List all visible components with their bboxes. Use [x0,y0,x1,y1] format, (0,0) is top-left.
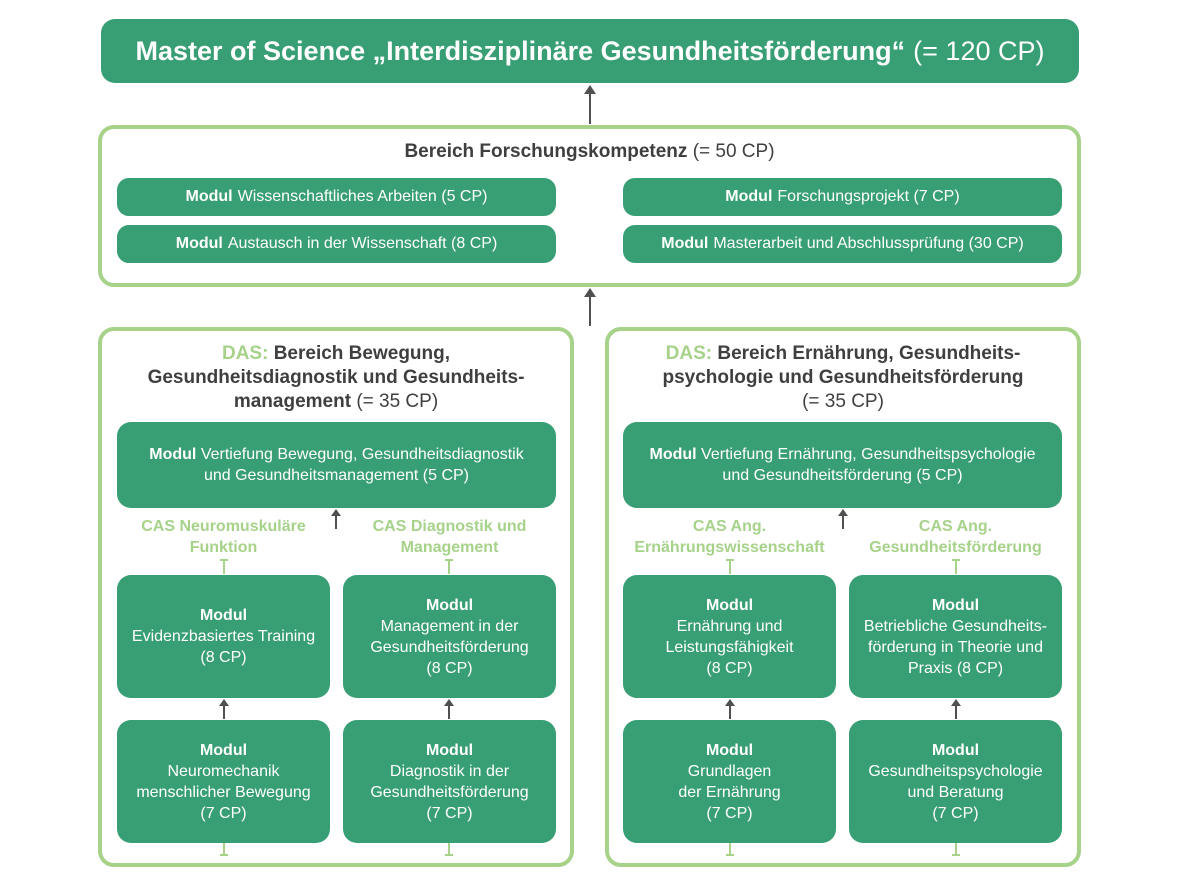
module-vertiefung-ernaehrung: Modul Vertiefung Ernährung, Gesundheitsp… [623,422,1062,508]
das-right-title: DAS: Bereich Ernährung, Gesundheits- psy… [662,343,1024,412]
arrow-up-icon [838,509,848,529]
bracket-connector-icon [220,843,228,856]
arrow-up-icon [444,699,454,719]
module-neuromechanik: Modul Neuromechanik menschlicher Bewegun… [117,720,330,843]
bracket-connector-icon [220,559,228,574]
das-left-title: DAS: Bereich Bewegung, Gesundheitsdiagno… [147,343,525,412]
module-betriebliche-gesundheitsfoerderung: Modul Betriebliche Gesundheits- förderun… [849,575,1062,698]
module-grundlagen-ernaehrung: Modul Grundlagen der Ernährung (7 CP) [623,720,836,843]
bracket-connector-icon [726,843,734,856]
module-diagnostik-gesundheitsfoerderung: Modul Diagnostik in der Gesundheitsförde… [343,720,556,843]
cas-ernaehrungswissenschaft: CAS Ang.Ernährungswissenschaft [634,518,825,556]
bracket-connector-icon [726,559,734,574]
arrow-up-icon [219,699,229,719]
module-evidenzbasiertes-training: Modul Evidenzbasiertes Training (8 CP) [117,575,330,698]
module-vertiefung-bewegung: Modul Vertiefung Bewegung, Gesundheitsdi… [117,422,556,508]
arrow-up-icon [725,699,735,719]
bracket-connector-icon [445,843,453,856]
master-cp: (= 120 CP) [913,35,1045,66]
bracket-connector-icon [952,843,960,856]
cas-gesundheitsfoerderung: CAS Ang.Gesundheitsförderung [869,518,1042,556]
arrow-up-icon [951,699,961,719]
bracket-connector-icon [445,559,453,574]
module-gesundheitspsychologie-beratung: Modul Gesundheitspsychologie und Beratun… [849,720,1062,843]
bracket-connector-icon [952,559,960,574]
module-management-gesundheitsfoerderung: Modul Management in der Gesundheitsförde… [343,575,556,698]
master-title: Master of Science „Interdisziplinäre Ges… [135,35,906,66]
module-ernaehrung-leistungsfaehigkeit: Modul Ernährung und Leistungsfähigkeit (… [623,575,836,698]
arrow-up-icon [584,85,596,124]
master-degree-box: Master of Science „Interdisziplinäre Ges… [101,19,1079,83]
arrow-up-icon [584,288,596,326]
research-title: Bereich Forschungskompetenz (= 50 CP) [404,141,775,162]
arrow-up-icon [331,509,341,529]
